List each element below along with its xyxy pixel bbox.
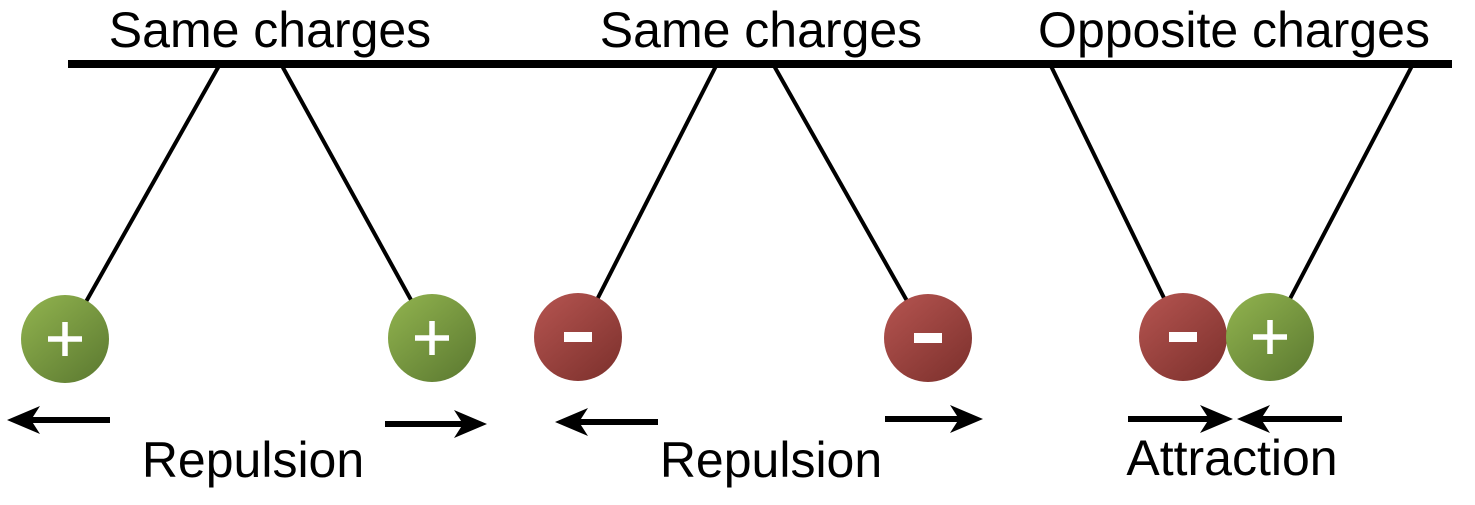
- section-title: Same charges: [600, 2, 922, 58]
- section-title: Opposite charges: [1038, 2, 1430, 58]
- force-arrow-head: [1237, 405, 1270, 433]
- pendulum-string: [1268, 63, 1415, 338]
- minus-sign: [914, 333, 942, 343]
- section-caption: Repulsion: [660, 432, 882, 488]
- minus-sign: [1169, 332, 1197, 342]
- minus-sign: [564, 332, 592, 342]
- support-bar: [68, 60, 1452, 68]
- force-arrow-head: [950, 405, 983, 433]
- section-caption: Repulsion: [142, 432, 364, 488]
- pendulum-string: [279, 63, 434, 339]
- force-arrow-head: [1200, 405, 1233, 433]
- pendulum-string: [1048, 63, 1185, 338]
- force-arrow-head: [555, 408, 588, 436]
- pendulum-string: [63, 63, 222, 340]
- pendulum-string: [576, 63, 719, 338]
- pendulum-string: [771, 63, 930, 339]
- section-caption: Attraction: [1126, 430, 1337, 486]
- section-title: Same charges: [109, 2, 431, 58]
- force-arrow-head: [454, 410, 487, 438]
- force-arrow-head: [7, 406, 40, 434]
